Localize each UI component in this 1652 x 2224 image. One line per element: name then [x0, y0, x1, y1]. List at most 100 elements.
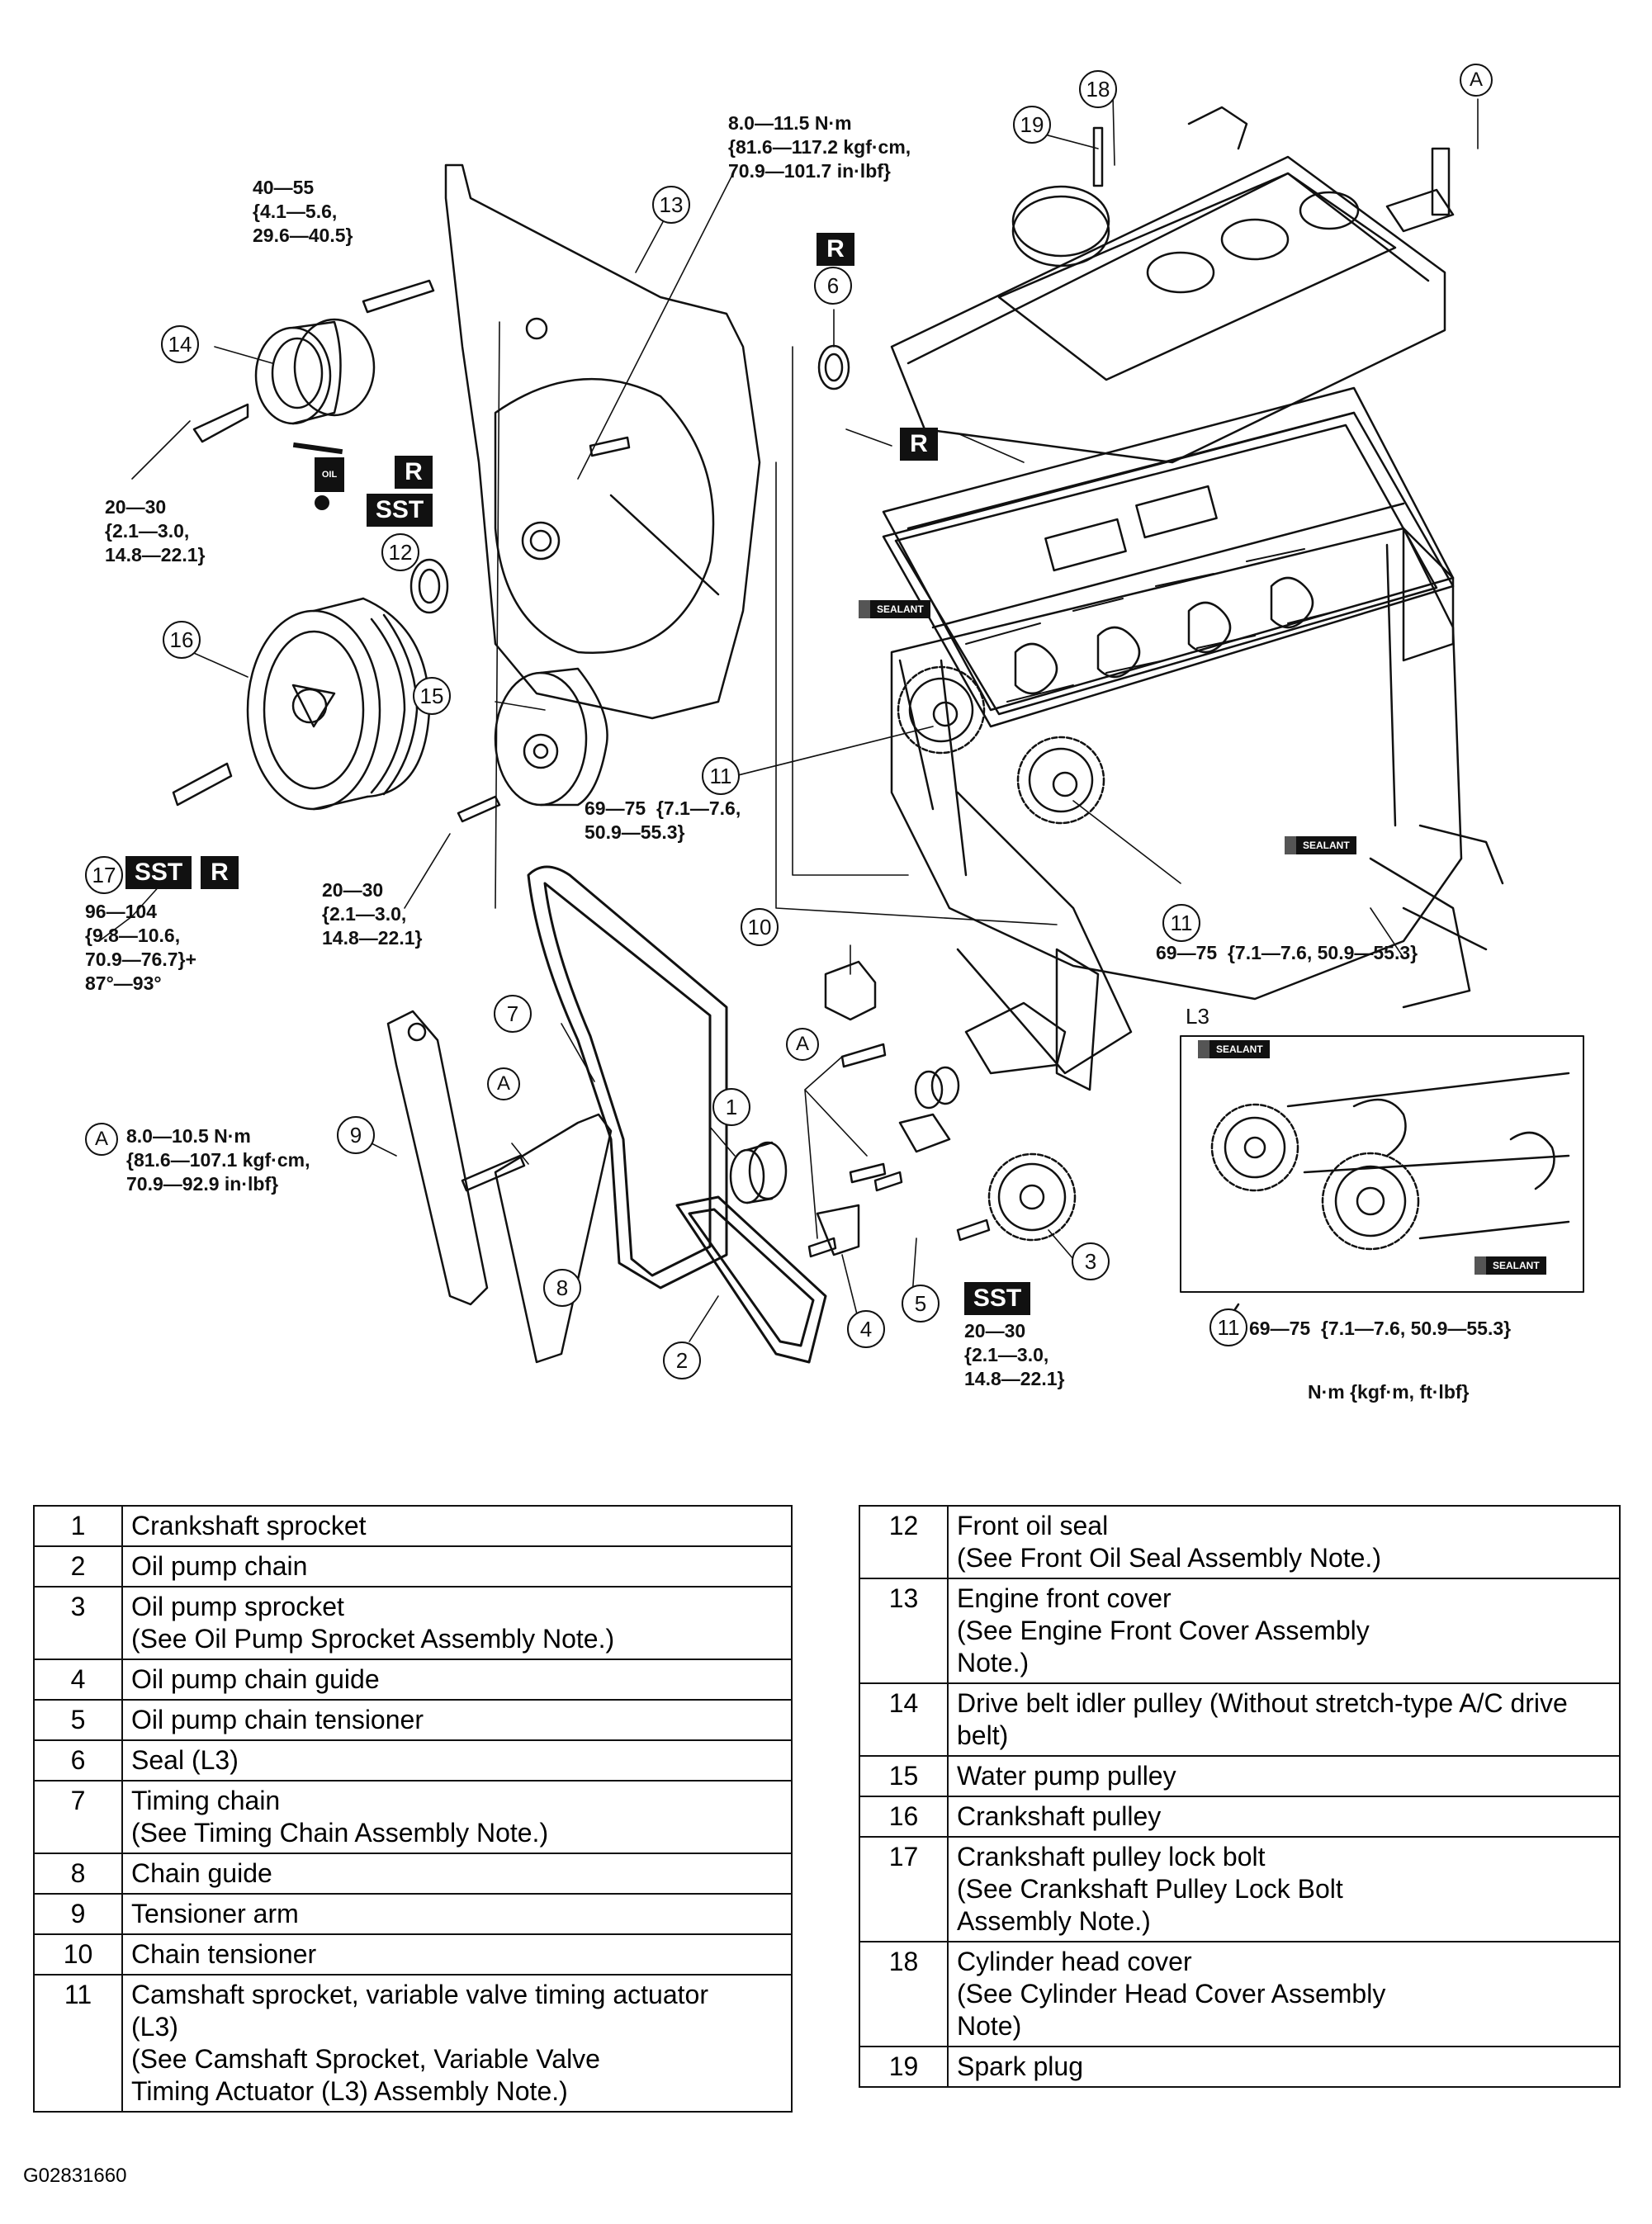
callout-7: 7	[494, 995, 532, 1033]
torque-label-cover-upper-bolt: 8.0—11.5 N·m {81.6—117.2 kgf·cm, 70.9—10…	[728, 112, 911, 182]
torque-label-cam-sprocket-left: 69—75 {7.1—7.6, 50.9—55.3}	[585, 797, 741, 843]
callout-8: 8	[543, 1269, 581, 1307]
part-description: Camshaft sprocket, variable valve timing…	[121, 1974, 793, 2113]
sst-badge-oil-pump-sprocket: SST	[964, 1282, 1030, 1315]
callout-16: 16	[163, 621, 201, 659]
torque-label-front-cover-bolt: 40—55 {4.1—5.6, 29.6—40.5}	[253, 177, 353, 246]
crank-sprocket-art	[729, 1141, 788, 1204]
leader-lines	[98, 94, 1479, 1342]
callout-5: 5	[902, 1285, 940, 1323]
part-description: Crankshaft pulley lock bolt (See Cranksh…	[947, 1836, 1621, 1942]
torque-label-crank-pulley-lock-bolt: 96—104 {9.8—10.6, 70.9—76.7}+ 87°—93°	[85, 901, 196, 994]
diagram-artwork	[98, 94, 1584, 1364]
torque-label-l3-inset: 69—75 {7.1—7.6, 50.9—55.3}	[1249, 1318, 1512, 1339]
bolts-art	[362, 126, 1451, 1258]
torque-label-idler-pulley-bolt: 20—30 {2.1—3.0, 14.8—22.1}	[105, 496, 206, 565]
sealant-badge-inset-top: SEALANT	[1198, 1040, 1270, 1058]
callout-11-inset: 11	[1209, 1308, 1247, 1346]
sst-badge-front-oil-seal: SST	[367, 494, 433, 527]
oil-can-icon: OIL	[292, 442, 351, 512]
callout-1: 1	[712, 1088, 750, 1126]
part-number: 6	[33, 1739, 123, 1782]
cylinder-head-cover-art	[890, 106, 1455, 464]
part-number: 17	[859, 1836, 949, 1942]
torque-label-cam-sprocket-right: 69—75 {7.1—7.6, 50.9—55.3}	[1156, 942, 1418, 963]
replace-badge-gasket: R	[900, 428, 938, 461]
small-parts-art	[816, 1001, 1067, 1256]
part-number: 9	[33, 1893, 123, 1935]
callout-2: 2	[663, 1341, 701, 1379]
callout-18: 18	[1079, 70, 1117, 108]
sealant-badge-block: SEALANT	[1285, 836, 1356, 854]
timing-chain-art	[527, 865, 728, 1289]
torque-label-water-pump-pulley-bolt: 20—30 {2.1—3.0, 14.8—22.1}	[322, 879, 423, 949]
chain-guide-art	[494, 1113, 613, 1364]
callout-17: 17	[85, 856, 123, 894]
part-description: Front oil seal (See Front Oil Seal Assem…	[947, 1505, 1621, 1579]
part-number: 5	[33, 1699, 123, 1741]
callout-4: 4	[847, 1310, 885, 1348]
callout-11-left: 11	[702, 757, 740, 795]
part-number: 1	[33, 1505, 123, 1547]
replace-badge-seal: R	[817, 233, 854, 266]
l3-inset-frame	[1180, 1035, 1584, 1331]
part-description: Cylinder head cover (See Cylinder Head C…	[947, 1941, 1621, 2047]
exploded-engine-diagram: 40—55 {4.1—5.6, 29.6—40.5} 8.0—11.5 N·m …	[85, 64, 1584, 1403]
part-number: 11	[33, 1974, 123, 2113]
idler-pulley-art	[192, 318, 376, 443]
callout-12: 12	[381, 533, 419, 571]
callout-15: 15	[413, 677, 451, 715]
part-description: Tensioner arm	[121, 1893, 793, 1935]
part-number: 8	[33, 1853, 123, 1895]
part-number: 2	[33, 1545, 123, 1588]
part-number: 3	[33, 1586, 123, 1660]
callout-14: 14	[161, 325, 199, 363]
sealant-badge-head: SEALANT	[859, 600, 930, 618]
part-description: Seal (L3)	[121, 1739, 793, 1782]
part-number: 10	[33, 1933, 123, 1976]
replace-badge-crank-pulley-bolt: R	[201, 856, 239, 889]
part-number: 7	[33, 1780, 123, 1854]
callout-3: 3	[1072, 1242, 1110, 1280]
callout-13: 13	[652, 186, 690, 224]
replace-badge-front-oil-seal: R	[395, 456, 433, 489]
part-description: Oil pump chain tensioner	[121, 1699, 793, 1741]
part-number: 12	[859, 1505, 949, 1579]
chain-tensioner-art	[824, 960, 877, 1021]
torque-label-oil-pump-sprocket-bolt: 20—30 {2.1—3.0, 14.8—22.1}	[964, 1320, 1065, 1389]
sealant-badge-inset-bottom: SEALANT	[1474, 1256, 1546, 1275]
part-description: Oil pump sprocket (See Oil Pump Sprocket…	[121, 1586, 793, 1660]
oil-pump-chain-art	[675, 1195, 827, 1364]
torque-label-a-bolts: 8.0—10.5 N·m {81.6—107.1 kgf·cm, 70.9—92…	[126, 1125, 310, 1195]
callout-a-chain-guide-bolt: A	[487, 1067, 520, 1100]
part-number: 18	[859, 1941, 949, 2047]
part-description: Engine front cover (See Engine Front Cov…	[947, 1578, 1621, 1684]
head-cover-gasket	[882, 411, 1455, 728]
engine-front-cover	[444, 163, 761, 720]
callout-19: 19	[1013, 106, 1051, 144]
seals-art	[409, 344, 850, 614]
tensioner-arm-art	[386, 1010, 489, 1306]
callout-a-head-cover-bolt: A	[1460, 64, 1493, 97]
part-description: Drive belt idler pulley (Without stretch…	[947, 1682, 1621, 1757]
part-description: Chain guide	[121, 1853, 793, 1895]
callout-a-torque-key: A	[85, 1123, 118, 1156]
part-description: Water pump pulley	[947, 1755, 1621, 1797]
